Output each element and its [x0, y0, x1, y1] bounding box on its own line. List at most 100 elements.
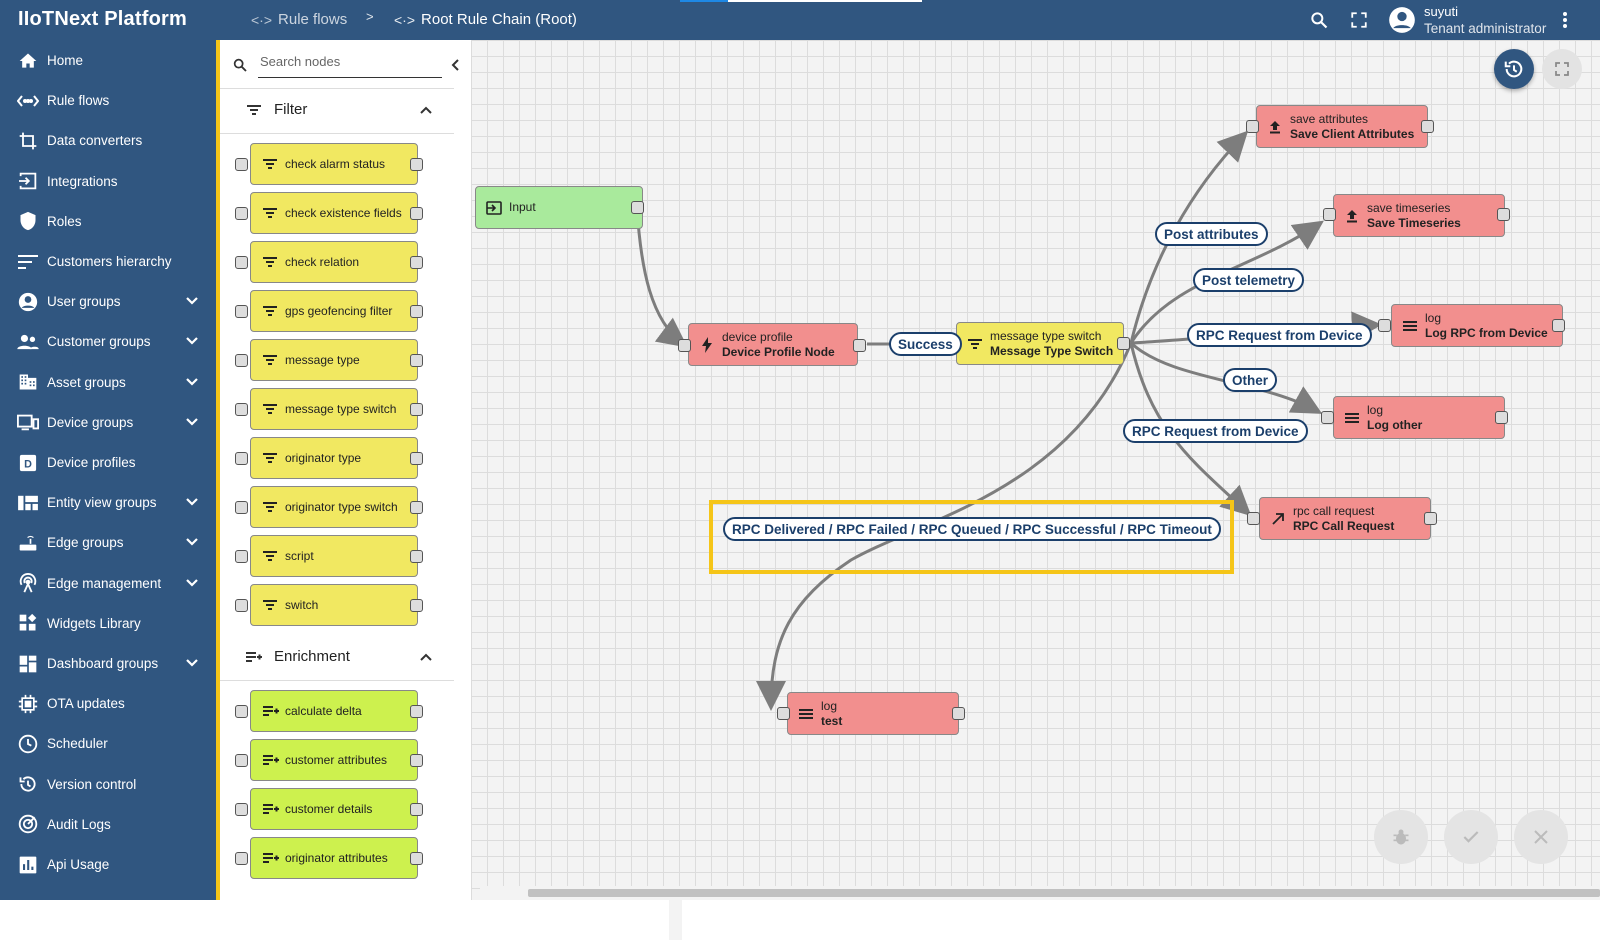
node-input-port[interactable] [1247, 512, 1260, 525]
library-node-script[interactable]: script [250, 535, 418, 577]
library-node-customer-attributes[interactable]: customer attributes [250, 739, 418, 781]
more-vert-icon[interactable] [1554, 9, 1576, 31]
collapse-panel-icon[interactable] [450, 59, 462, 71]
library-node-originator-attributes[interactable]: originator attributes [250, 837, 418, 879]
fullscreen-icon[interactable] [1348, 9, 1370, 31]
node-output-port[interactable] [410, 501, 423, 514]
node-input-port[interactable] [235, 305, 248, 318]
sidebar-item-customer-groups[interactable]: Customer groups [0, 321, 216, 362]
node-output-port[interactable] [410, 705, 423, 718]
chevron-down-icon[interactable] [186, 494, 198, 509]
node-input-port[interactable] [1323, 208, 1336, 221]
node-input-port[interactable] [235, 852, 248, 865]
node-output-port[interactable] [1497, 208, 1510, 221]
library-node-customer-details[interactable]: customer details [250, 788, 418, 830]
sidebar-item-ota-updates[interactable]: OTA updates [0, 683, 216, 724]
library-node-message-type[interactable]: message type [250, 339, 418, 381]
node-input-port[interactable] [235, 705, 248, 718]
node-output-port[interactable] [410, 550, 423, 563]
sidebar-item-customers-hierarchy[interactable]: Customers hierarchy [0, 241, 216, 282]
chevron-up-icon[interactable] [420, 648, 432, 665]
link-label-rpc-request-from-device-2[interactable]: RPC Request from Device [1123, 419, 1308, 443]
link-label-post-telemetry[interactable]: Post telemetry [1193, 268, 1305, 292]
account-circle-icon[interactable] [1388, 6, 1416, 34]
sidebar-item-dashboard-groups[interactable]: Dashboard groups [0, 643, 216, 684]
node-output-port[interactable] [853, 339, 866, 352]
node-input-port[interactable] [235, 354, 248, 367]
library-node-check-relation[interactable]: check relation [250, 241, 418, 283]
node-input-port[interactable] [678, 339, 691, 352]
canvas-horizontal-scrollbar[interactable] [480, 886, 1600, 900]
library-section-enrichment[interactable]: Enrichment [220, 633, 454, 681]
sidebar-item-entity-view-groups[interactable]: Entity view groups [0, 482, 216, 523]
node-output-port[interactable] [410, 207, 423, 220]
node-input-port[interactable] [235, 754, 248, 767]
node-output-port[interactable] [410, 305, 423, 318]
node-output-port[interactable] [410, 852, 423, 865]
node-output-port[interactable] [1424, 512, 1437, 525]
chevron-down-icon[interactable] [186, 575, 198, 590]
node-input-port[interactable] [235, 256, 248, 269]
node-input-port[interactable] [1378, 319, 1391, 332]
library-node-calculate-delta[interactable]: calculate delta [250, 690, 418, 732]
sidebar-item-data-converters[interactable]: Data converters [0, 120, 216, 161]
node-input-port[interactable] [235, 550, 248, 563]
sidebar-item-edge-management[interactable]: Edge management [0, 563, 216, 604]
breadcrumb-rule-flows[interactable]: <·> Rule flows [251, 11, 347, 28]
sidebar-item-edge-groups[interactable]: Edge groups [0, 522, 216, 563]
sidebar-item-audit-logs[interactable]: Audit Logs [0, 804, 216, 845]
node-output-port[interactable] [410, 452, 423, 465]
node-input-port[interactable] [777, 707, 790, 720]
search-nodes-field[interactable]: Search nodes [232, 50, 462, 80]
chevron-down-icon[interactable] [186, 333, 198, 348]
node-input-port[interactable] [1321, 411, 1334, 424]
node-output-port[interactable] [410, 403, 423, 416]
search-icon[interactable] [1308, 9, 1330, 31]
node-output-port[interactable] [1117, 337, 1130, 350]
library-node-check-existence-fields[interactable]: check existence fields [250, 192, 418, 234]
node-output-port[interactable] [1495, 411, 1508, 424]
node-input-port[interactable] [235, 803, 248, 816]
link-label-other[interactable]: Other [1223, 368, 1278, 392]
link-label-rpc-status[interactable]: RPC Delivered / RPC Failed / RPC Queued … [723, 517, 1221, 541]
link-label-post-attributes[interactable]: Post attributes [1155, 222, 1268, 246]
user-info[interactable]: suyuti Tenant administrator [1424, 3, 1546, 37]
node-input-port[interactable] [1246, 120, 1259, 133]
apply-changes-button[interactable] [1444, 810, 1498, 864]
fullscreen-button[interactable] [1542, 49, 1582, 89]
revert-changes-button[interactable] [1514, 810, 1568, 864]
chevron-down-icon[interactable] [186, 374, 198, 389]
node-input-port[interactable] [235, 501, 248, 514]
sidebar-item-integrations[interactable]: Integrations [0, 161, 216, 202]
node-output-port[interactable] [410, 599, 423, 612]
chevron-down-icon[interactable] [186, 534, 198, 549]
sidebar-item-widgets-library[interactable]: Widgets Library [0, 603, 216, 644]
library-node-switch[interactable]: switch [250, 584, 418, 626]
node-output-port[interactable] [1552, 319, 1565, 332]
node-input-port[interactable] [235, 599, 248, 612]
link-label-success[interactable]: Success [889, 332, 962, 356]
sidebar-item-user-groups[interactable]: User groups [0, 281, 216, 322]
sidebar-item-asset-groups[interactable]: Asset groups [0, 362, 216, 403]
library-node-gps-geofencing-filter[interactable]: gps geofencing filter [250, 290, 418, 332]
node-input-port[interactable] [235, 158, 248, 171]
sidebar-item-version-control[interactable]: Version control [0, 764, 216, 805]
sidebar-item-scheduler[interactable]: Scheduler [0, 723, 216, 764]
sidebar-item-roles[interactable]: Roles [0, 201, 216, 242]
chevron-down-icon[interactable] [186, 414, 198, 429]
node-output-port[interactable] [952, 707, 965, 720]
chevron-down-icon[interactable] [186, 293, 198, 308]
node-input[interactable]: Input [475, 186, 643, 229]
node-input-port[interactable] [235, 403, 248, 416]
sidebar-item-api-usage[interactable]: Api Usage [0, 844, 216, 885]
node-output-port[interactable] [410, 803, 423, 816]
node-output-port[interactable] [410, 754, 423, 767]
node-output-port[interactable] [631, 201, 644, 214]
